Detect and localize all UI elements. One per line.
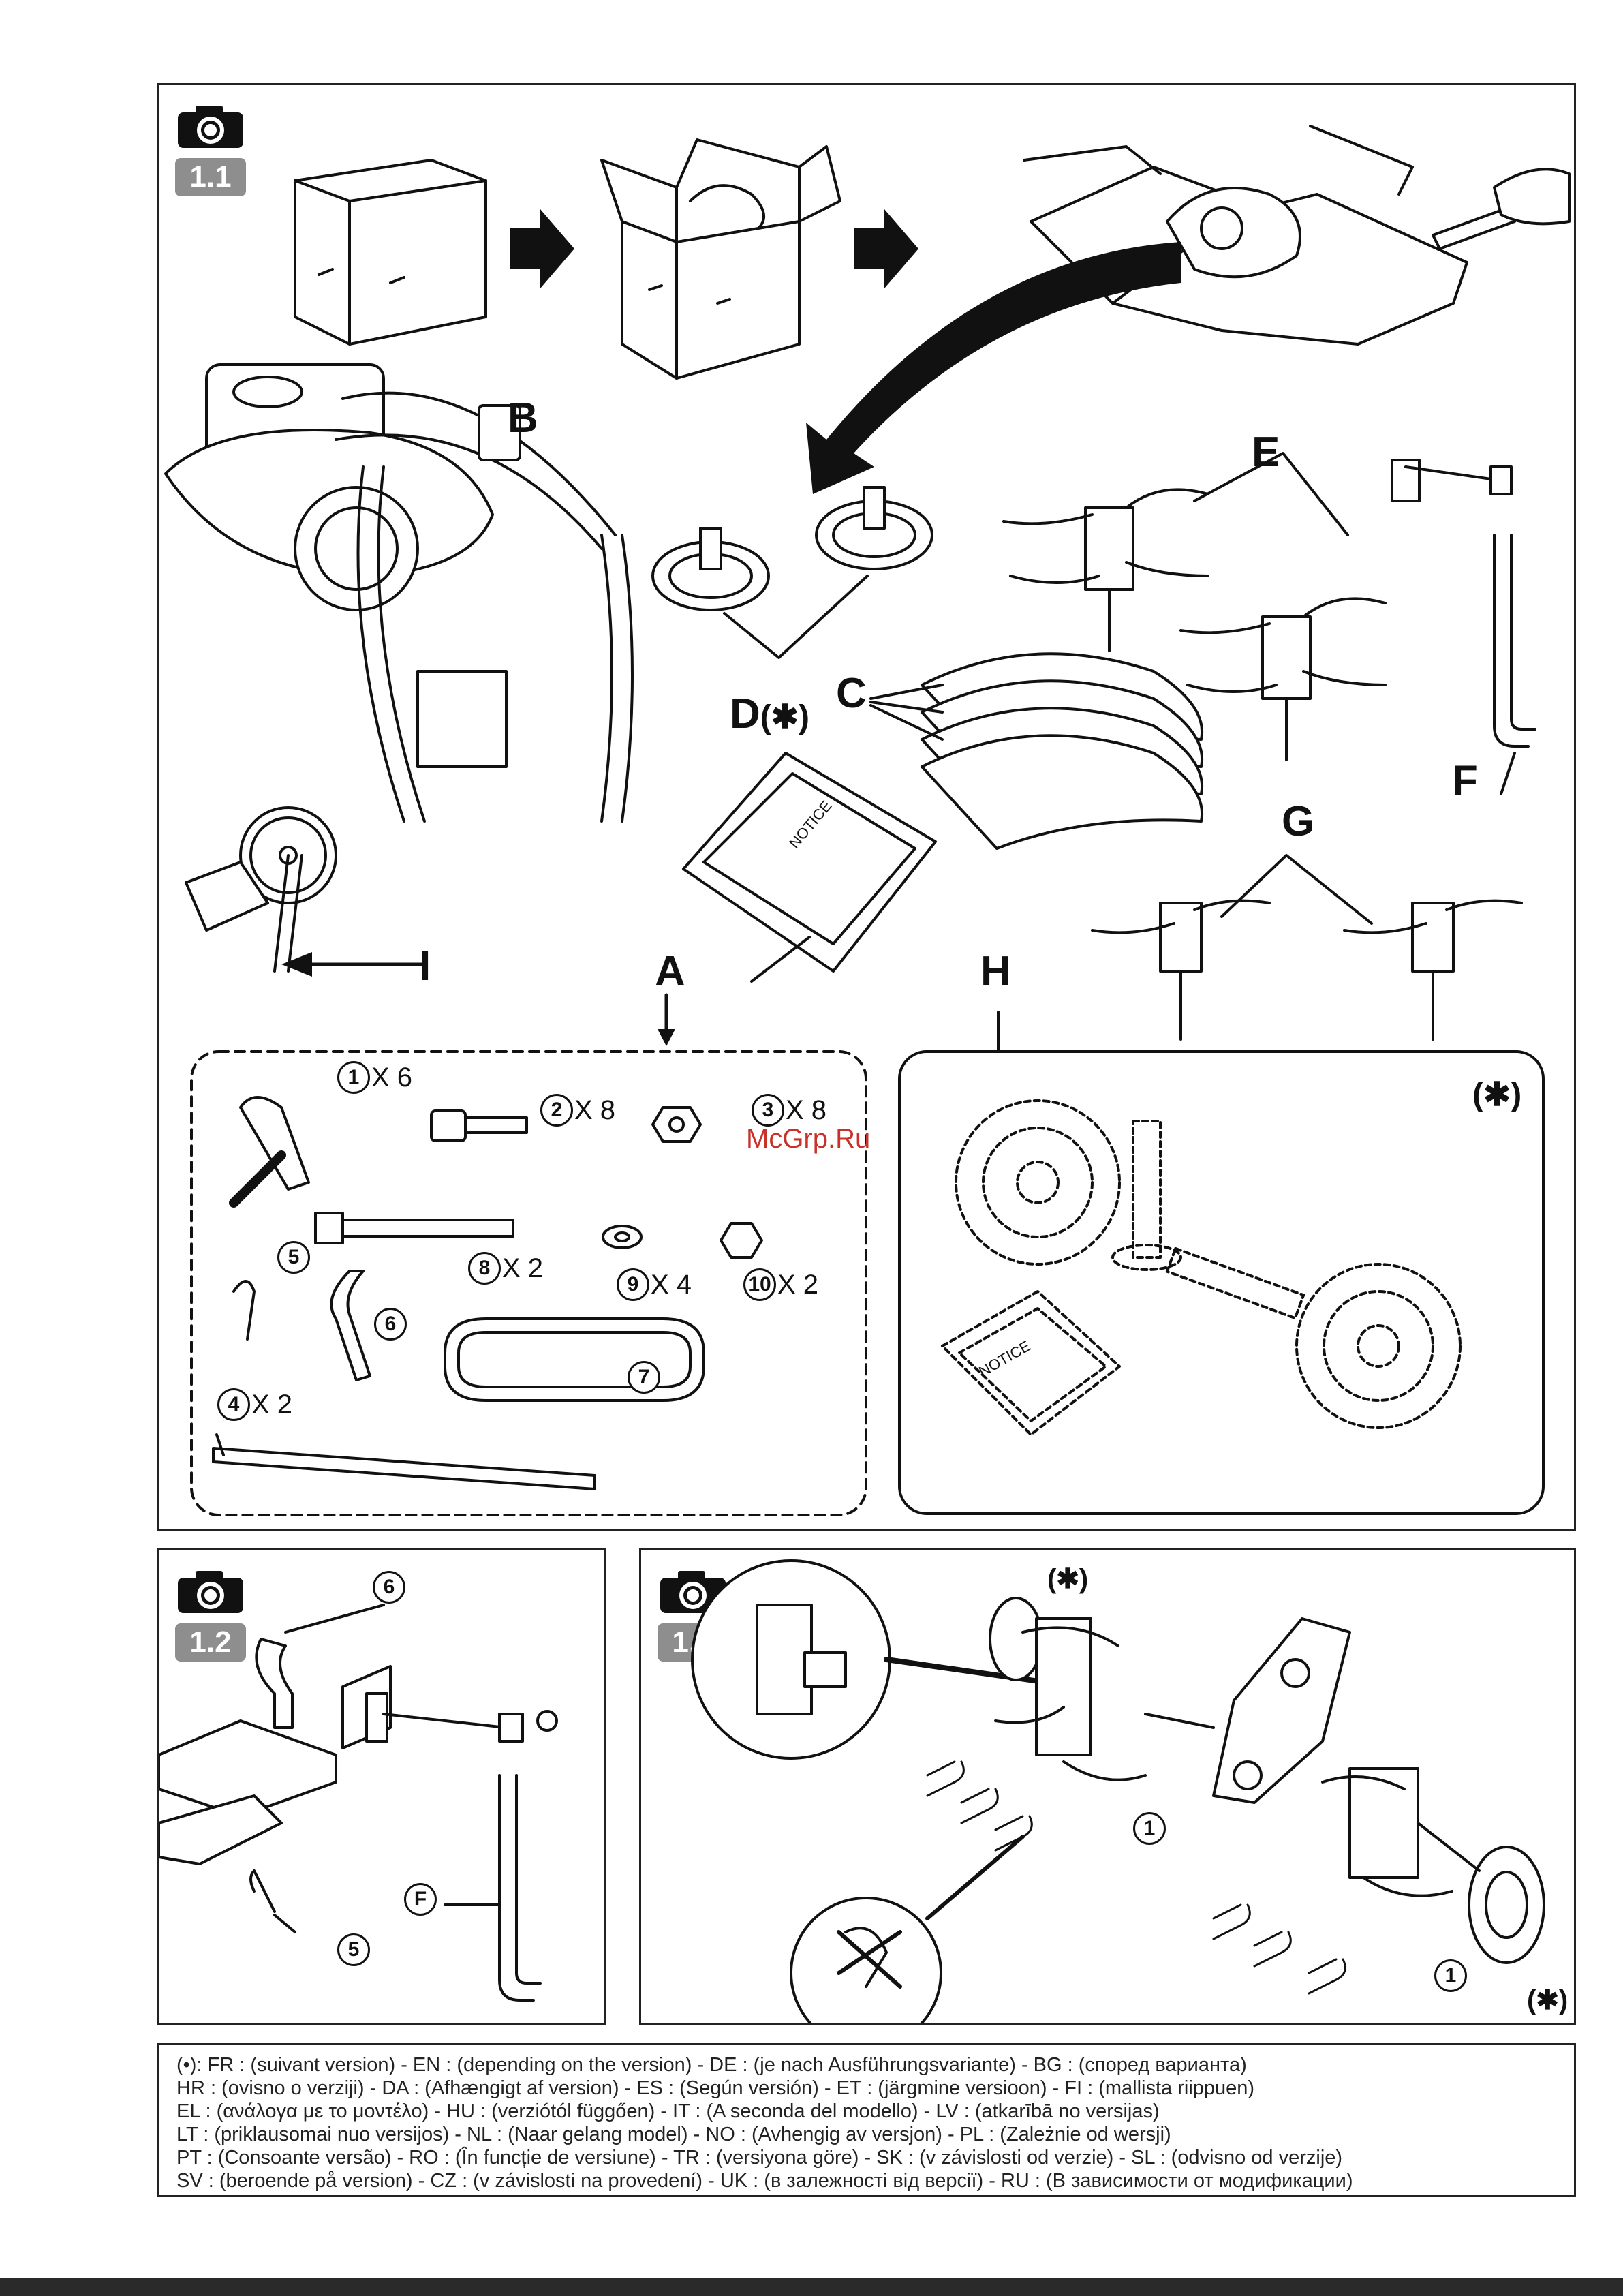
part-callout-5: 5 — [337, 1933, 370, 1966]
optional-marker: (✱) — [1527, 1985, 1568, 2015]
tine-assembly-drawing — [691, 1559, 1545, 2023]
label-a: A — [655, 948, 685, 995]
legend-line: PT : (Consoante versão) - RO : (În funcț… — [176, 2147, 1343, 2169]
part-callout: 1 — [337, 1061, 370, 1094]
panel-badge: 1.2 — [175, 1568, 246, 1662]
handle-callout-f: F — [404, 1883, 437, 1916]
optional-marker-h: (✱) — [1472, 1077, 1522, 1113]
part-callout-6: 6 — [373, 1571, 405, 1604]
hairpin-callout-1: 1 — [1133, 1812, 1166, 1845]
closed-box-drawing — [294, 159, 487, 346]
legend-line: SV : (beroende på version) - CZ : (v záv… — [176, 2170, 1353, 2192]
part-callout: 7 — [628, 1361, 660, 1394]
handle-f-drawing — [1391, 459, 1536, 795]
part-callout: 5 — [277, 1241, 310, 1274]
part-callout: 2 — [540, 1094, 573, 1127]
unpacking-illustration — [164, 125, 1571, 1516]
curved-arrow-icon — [806, 242, 1181, 494]
optional-wheels-box — [898, 1050, 1545, 1515]
legend-line: (•): FR : (suivant version) - EN : (depe… — [176, 2054, 1247, 2076]
camera-icon — [178, 106, 243, 148]
part-callout: 4 — [217, 1388, 250, 1421]
optional-wheels-drawing — [941, 1099, 1462, 1436]
depth-discs-drawing — [651, 486, 933, 659]
tiller-engine-drawing — [164, 363, 634, 823]
label-i: I — [419, 943, 431, 990]
label-d-optional: (✱) — [760, 699, 809, 735]
part-callout: 6 — [374, 1308, 407, 1341]
part-callout: 9 — [617, 1268, 649, 1301]
arrow-right-icon — [854, 209, 918, 288]
label-b: B — [508, 395, 538, 442]
open-box-drawing — [600, 138, 841, 380]
page-bottom-bar — [0, 2278, 1623, 2296]
transport-wheel-drawing — [185, 806, 427, 977]
panel-1-1: 1.1 — [157, 83, 1576, 1531]
handle-assembly-drawing — [159, 1604, 558, 2002]
panel-badge: 1.1 — [175, 103, 246, 196]
panel-number: 1.1 — [175, 158, 246, 196]
part-callout: 10 — [743, 1268, 776, 1301]
arrow-right-icon — [510, 209, 574, 288]
parts-box — [190, 1050, 867, 1516]
part-quantity: X 6 — [371, 1062, 413, 1092]
label-g: G — [1282, 798, 1315, 845]
panel-number: 1.2 — [175, 1623, 246, 1662]
tine-sets-g-drawing — [1091, 854, 1523, 1041]
part-quantity: X 8 — [574, 1095, 616, 1125]
label-d: D(✱) — [730, 693, 809, 735]
part-quantity: X 2 — [502, 1253, 544, 1283]
watermark: McGrp.Ru — [746, 1124, 871, 1154]
legend-line: EL : (ανάλογα με το μοντέλο) - HU : (ver… — [176, 2100, 1160, 2122]
notice-packet-drawing — [658, 752, 937, 1046]
label-f: F — [1452, 757, 1478, 804]
label-c: C — [836, 670, 867, 717]
label-h: H — [980, 948, 1011, 995]
part-quantity: X 4 — [651, 1270, 692, 1300]
camera-icon — [178, 1571, 243, 1613]
part-quantity: X 8 — [786, 1095, 827, 1125]
label-e: E — [1252, 429, 1280, 476]
panel-1-3: 1.3 (✱) 1 1 (✱) — [639, 1548, 1576, 2025]
part-quantity: X 2 — [777, 1270, 819, 1300]
part-quantity: X 2 — [251, 1390, 293, 1420]
hairpin-callout-1: 1 — [1434, 1959, 1467, 1992]
panel-1-2: 1.2 6 F 5 — [157, 1548, 606, 2025]
parts-drawings — [212, 1096, 763, 1490]
protection-covers-drawing — [869, 652, 1204, 850]
legend-line: LT : (priklausomai nuo versijos) - NL : … — [176, 2124, 1171, 2145]
tine-sets-e-drawing — [1002, 452, 1387, 761]
part-callout: 3 — [752, 1094, 784, 1127]
label-d-letter: D — [730, 690, 760, 737]
flattened-box-drawing — [1023, 125, 1571, 346]
optional-marker: (✱) — [1047, 1564, 1089, 1594]
part-callout: 8 — [468, 1252, 501, 1285]
legend-line: HR : (ovisno o verziji) - DA : (Afhængig… — [176, 2077, 1255, 2099]
version-legend: (•): FR : (suivant version) - EN : (depe… — [157, 2043, 1576, 2197]
